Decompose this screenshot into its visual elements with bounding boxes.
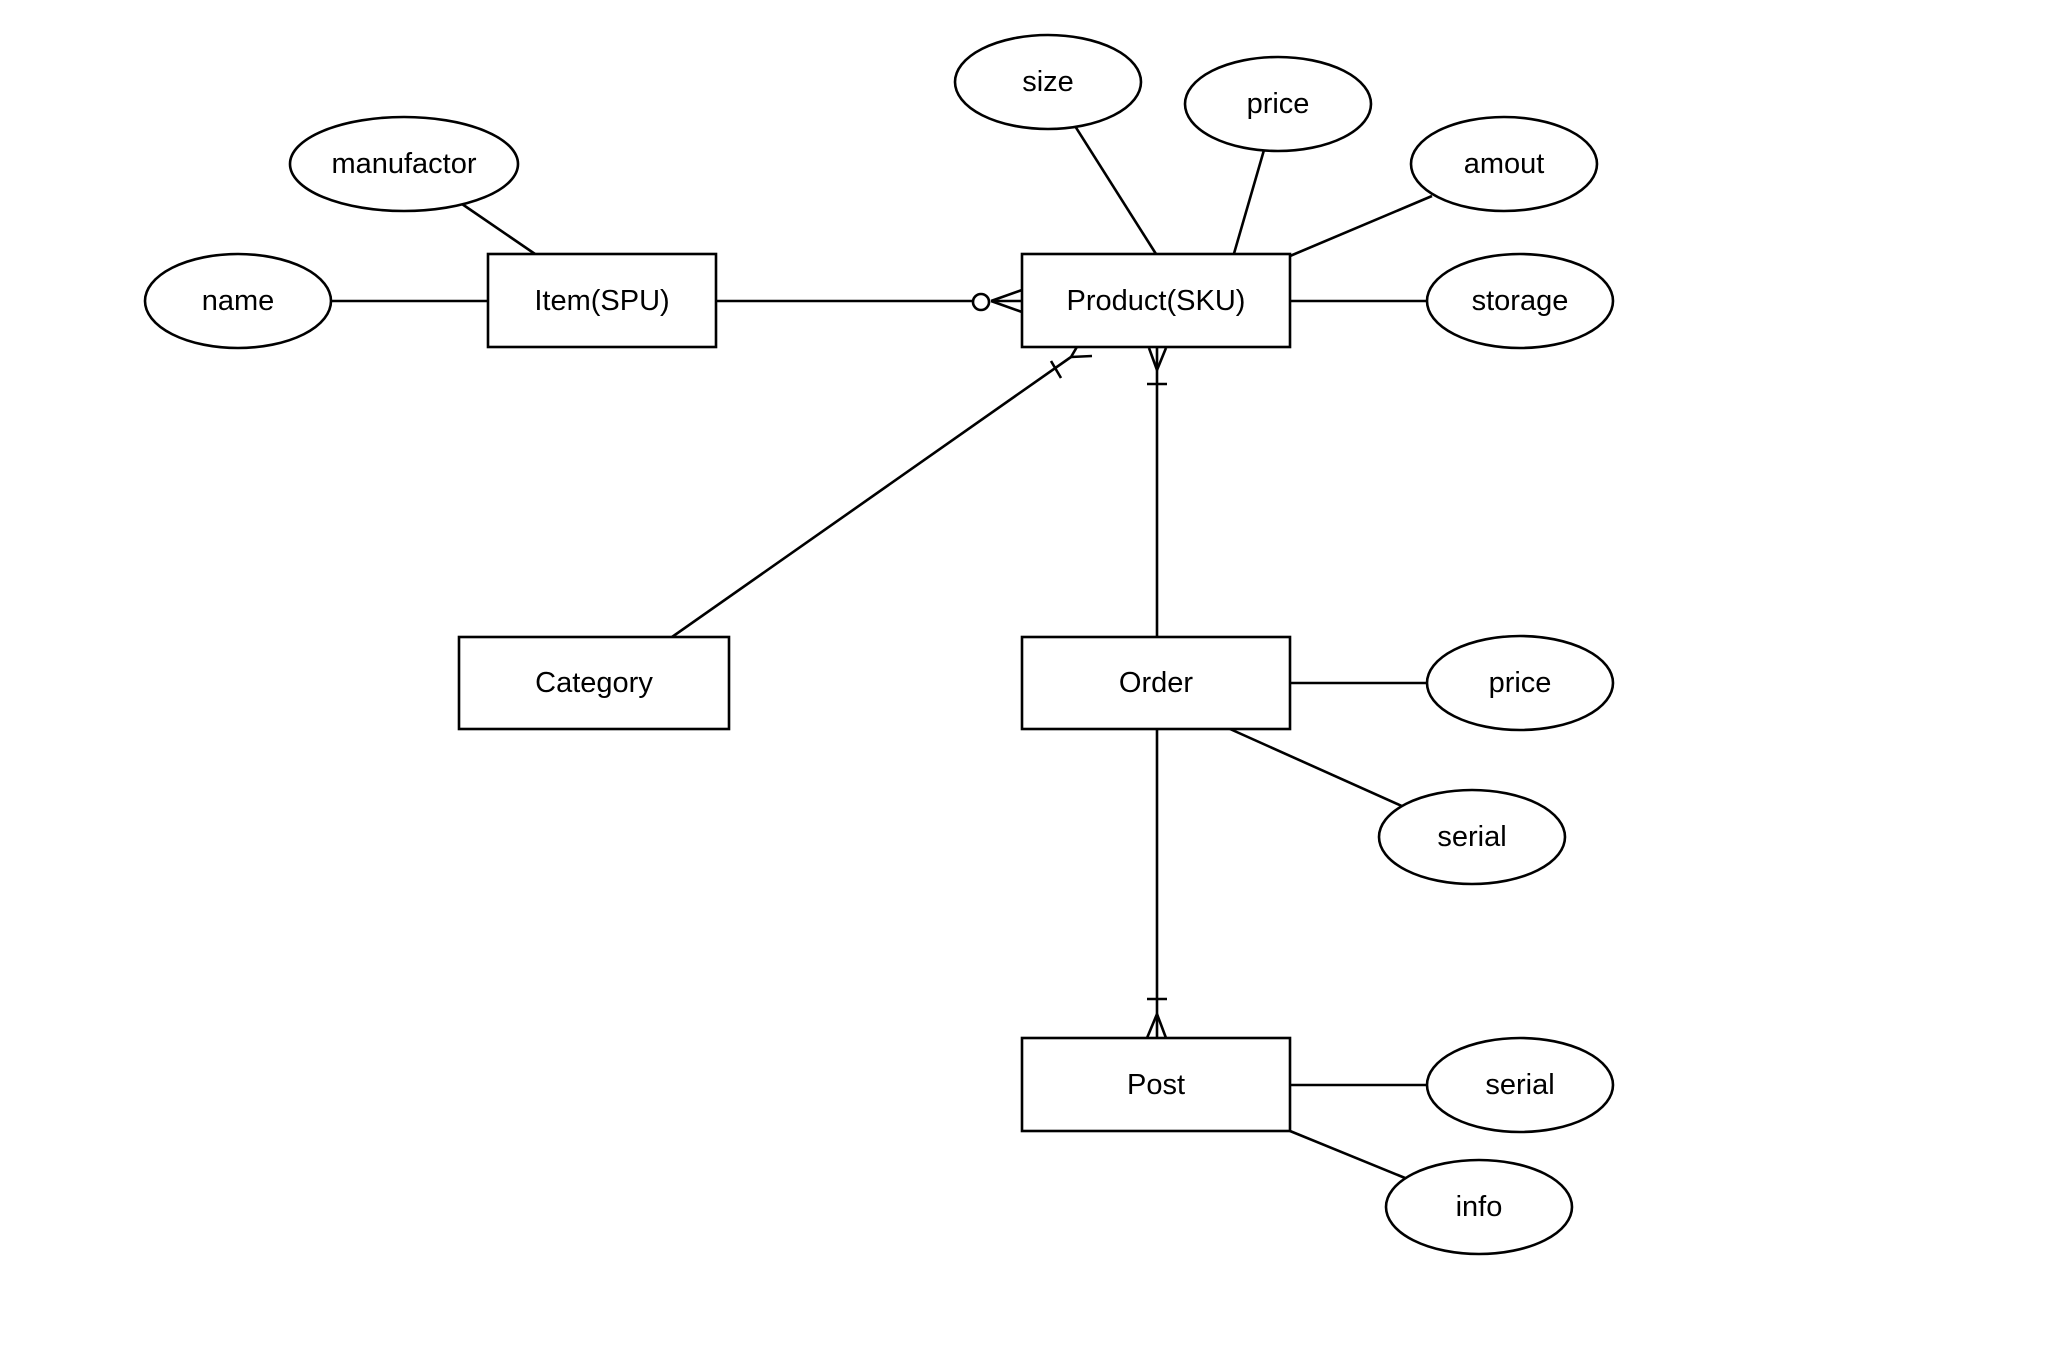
attribute-name[interactable]: name bbox=[143, 252, 333, 350]
attribute-order-price-label: price bbox=[1489, 667, 1552, 699]
entity-product-label: Product(SKU) bbox=[1067, 285, 1246, 317]
attribute-post-serial[interactable]: serial bbox=[1425, 1036, 1615, 1134]
attribute-product-price[interactable]: price bbox=[1183, 55, 1373, 153]
crowfoot-marker bbox=[990, 288, 1023, 303]
zero-marker bbox=[971, 292, 991, 312]
attribute-order-price[interactable]: price bbox=[1425, 634, 1615, 732]
relationship-order-product bbox=[1147, 347, 1168, 637]
entity-category[interactable]: Category bbox=[457, 635, 731, 731]
one-marker bbox=[1049, 360, 1063, 379]
attribute-post-serial-label: serial bbox=[1485, 1069, 1554, 1101]
attribute-order-serial[interactable]: serial bbox=[1377, 788, 1567, 886]
attribute-product-price-label: price bbox=[1247, 88, 1310, 120]
entity-item-label: Item(SPU) bbox=[534, 285, 669, 317]
entity-item[interactable]: Item(SPU) bbox=[486, 252, 718, 349]
entity-order[interactable]: Order bbox=[1020, 635, 1292, 731]
link-product-size bbox=[1073, 125, 1158, 255]
entity-post[interactable]: Post bbox=[1020, 1036, 1292, 1133]
attribute-links bbox=[331, 125, 1433, 1182]
relationship-order-post bbox=[1145, 729, 1168, 1039]
link-product-price bbox=[1231, 149, 1266, 258]
entity-order-label: Order bbox=[1119, 667, 1193, 699]
link-order-serial bbox=[1229, 727, 1405, 809]
relationship-item-product bbox=[716, 288, 1023, 314]
attribute-info-label: info bbox=[1456, 1191, 1503, 1223]
attribute-storage[interactable]: storage bbox=[1425, 252, 1615, 350]
attribute-size-label: size bbox=[1022, 66, 1074, 98]
entity-product[interactable]: Product(SKU) bbox=[1020, 252, 1292, 349]
relationship-category-product bbox=[671, 339, 1093, 639]
entity-category-label: Category bbox=[535, 667, 653, 699]
attribute-storage-label: storage bbox=[1472, 285, 1569, 317]
link-product-amout bbox=[1289, 194, 1433, 258]
attribute-manufactor[interactable]: manufactor bbox=[288, 115, 520, 213]
crowfoot-marker bbox=[1145, 1013, 1159, 1039]
entity-post-label: Post bbox=[1127, 1069, 1185, 1101]
attribute-info[interactable]: info bbox=[1384, 1158, 1574, 1256]
attribute-amout[interactable]: amout bbox=[1409, 115, 1599, 213]
relationship-links bbox=[671, 288, 1168, 1039]
attribute-size[interactable]: size bbox=[953, 33, 1143, 131]
crowfoot-marker bbox=[1147, 347, 1159, 371]
attribute-amout-label: amout bbox=[1464, 148, 1545, 180]
attribute-name-label: name bbox=[202, 285, 275, 317]
attribute-manufactor-label: manufactor bbox=[331, 148, 476, 180]
link-post-info bbox=[1289, 1129, 1411, 1182]
link-item-manufactor bbox=[461, 202, 536, 256]
attribute-order-serial-label: serial bbox=[1437, 821, 1506, 853]
